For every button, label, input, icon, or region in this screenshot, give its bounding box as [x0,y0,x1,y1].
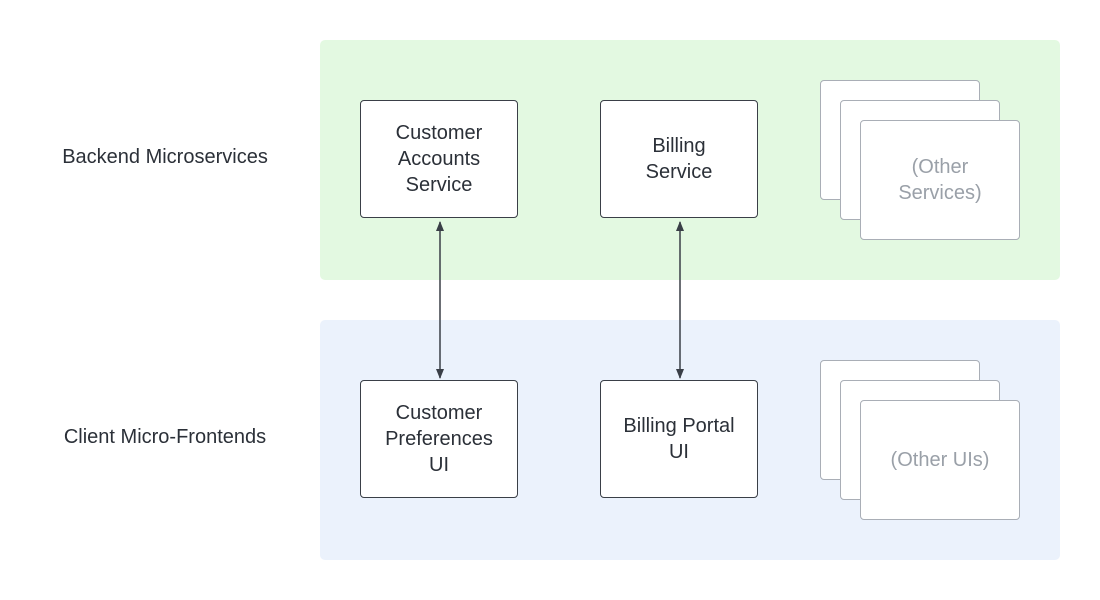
frontend-row-label: Client Micro-Frontends [63,426,267,448]
customer-preferences-ui-box[interactable]: Customer Preferences UI [360,380,518,498]
billing-portal-ui-box[interactable]: Billing Portal UI [600,380,758,498]
billing-service-box[interactable]: Billing Service [600,100,758,218]
customer-accounts-service-box[interactable]: Customer Accounts Service [360,100,518,218]
other-uis-box[interactable]: (Other UIs) [860,400,1020,520]
other-services-box[interactable]: (Other Services) [860,120,1020,240]
backend-row-label: Backend Microservices [62,146,268,168]
